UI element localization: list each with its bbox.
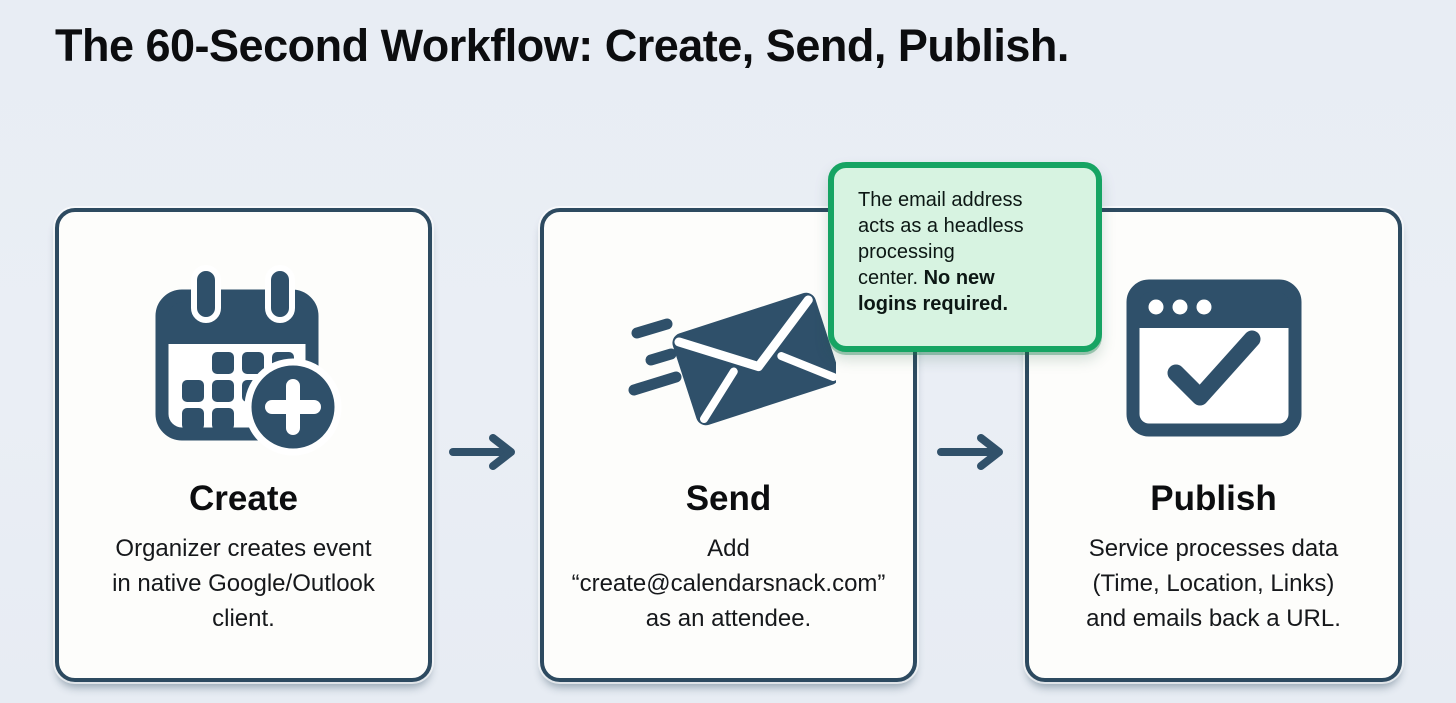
step-description-create: Organizer creates event in native Google…: [112, 534, 375, 632]
callout-text-normal: The email address acts as a headless pro…: [858, 189, 1024, 289]
callout-text-bold: No new logins required.: [858, 267, 1009, 315]
browser-check-icon: [1124, 252, 1304, 464]
callout-tooltip: The email address acts as a headless pro…: [828, 162, 1102, 352]
calendar-add-icon: [144, 252, 344, 464]
step-title-publish: Publish: [1150, 479, 1277, 518]
page-title: The 60-Second Workflow: Create, Send, Pu…: [55, 20, 1069, 71]
envelope-send-icon: [621, 252, 836, 464]
step-description-send: Add “create@calendarsnack.com” as an att…: [571, 534, 886, 632]
step-description-publish: Service processes data (Time, Location, …: [1086, 534, 1341, 632]
step-card-create: Create Organizer creates event in native…: [55, 208, 432, 682]
arrow-right-icon: [448, 434, 524, 470]
callout-tooltip-text: The email address acts as a headless pro…: [858, 187, 1072, 317]
step-title-create: Create: [189, 479, 298, 518]
arrow-right-icon: [936, 434, 1012, 470]
step-title-send: Send: [685, 479, 772, 518]
